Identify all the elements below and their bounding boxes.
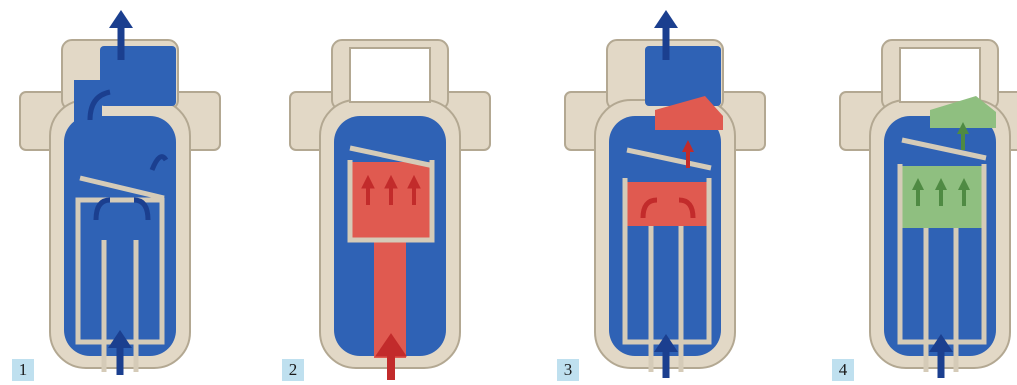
panel-number: 2 — [282, 359, 304, 381]
trap-illustration-1 — [0, 0, 240, 385]
panel-1: 1 — [0, 0, 240, 385]
panel-4: 4 — [820, 0, 1017, 385]
panel-number: 1 — [12, 359, 34, 381]
trap-illustration-2 — [270, 0, 510, 385]
panel-3: 3 — [545, 0, 785, 385]
panel-number: 3 — [557, 359, 579, 381]
panel-number: 4 — [832, 359, 854, 381]
trap-illustration-4 — [820, 0, 1017, 385]
panel-2: 2 — [270, 0, 510, 385]
trap-illustration-3 — [545, 0, 785, 385]
